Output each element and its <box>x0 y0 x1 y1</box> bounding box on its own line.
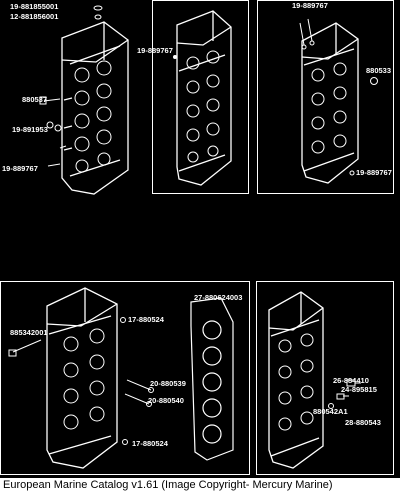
part-label: 24-895815 <box>341 385 377 394</box>
part-label: 20-880540 <box>148 396 184 405</box>
part-label: 17-880524 <box>132 439 168 448</box>
part-label: 19-889767 <box>356 168 392 177</box>
cylinder-head-drawing <box>173 10 232 186</box>
cylinder-head-drawing <box>299 18 378 184</box>
part-label: 19-889767 <box>137 46 173 55</box>
panel-bottom-left: 885342001 17-880524 27-880624003 20-8805… <box>0 281 250 475</box>
cylinder-head-drawing <box>268 291 361 469</box>
panel-top-middle: 19-889767 <box>137 0 249 194</box>
panel-top-left: 19-881855001 12-881856001 880537 19-8919… <box>0 0 150 200</box>
part-label: 20-880539 <box>150 379 186 388</box>
part-label: 19-891953 <box>12 125 48 134</box>
part-label: 880542A1 <box>313 407 348 416</box>
part-label: 19-881855001 <box>10 2 59 11</box>
part-label: 28-880543 <box>345 418 381 427</box>
cylinder-head-drawing <box>39 5 129 195</box>
part-label: 880533 <box>366 66 392 75</box>
head-gasket-drawing <box>190 297 234 461</box>
panel-bottom-right: 26-884410 24-895815 880542A1 28-880543 <box>256 281 394 475</box>
cylinder-head-drawing <box>8 287 234 469</box>
part-label: 880537 <box>22 95 48 104</box>
part-label: 19-889767 <box>292 1 328 10</box>
part-label: 26-884410 <box>333 376 369 385</box>
part-label: 27-880624003 <box>194 293 243 302</box>
part-label: 19-889767 <box>2 164 38 173</box>
part-label: 12-881856001 <box>10 12 59 21</box>
panel-top-right: 19-889767 880533 19-889767 <box>257 0 394 194</box>
catalog-caption: European Marine Catalog v1.61 (Image Cop… <box>0 478 400 492</box>
part-label: 885342001 <box>10 328 48 337</box>
part-label: 17-880524 <box>128 315 164 324</box>
